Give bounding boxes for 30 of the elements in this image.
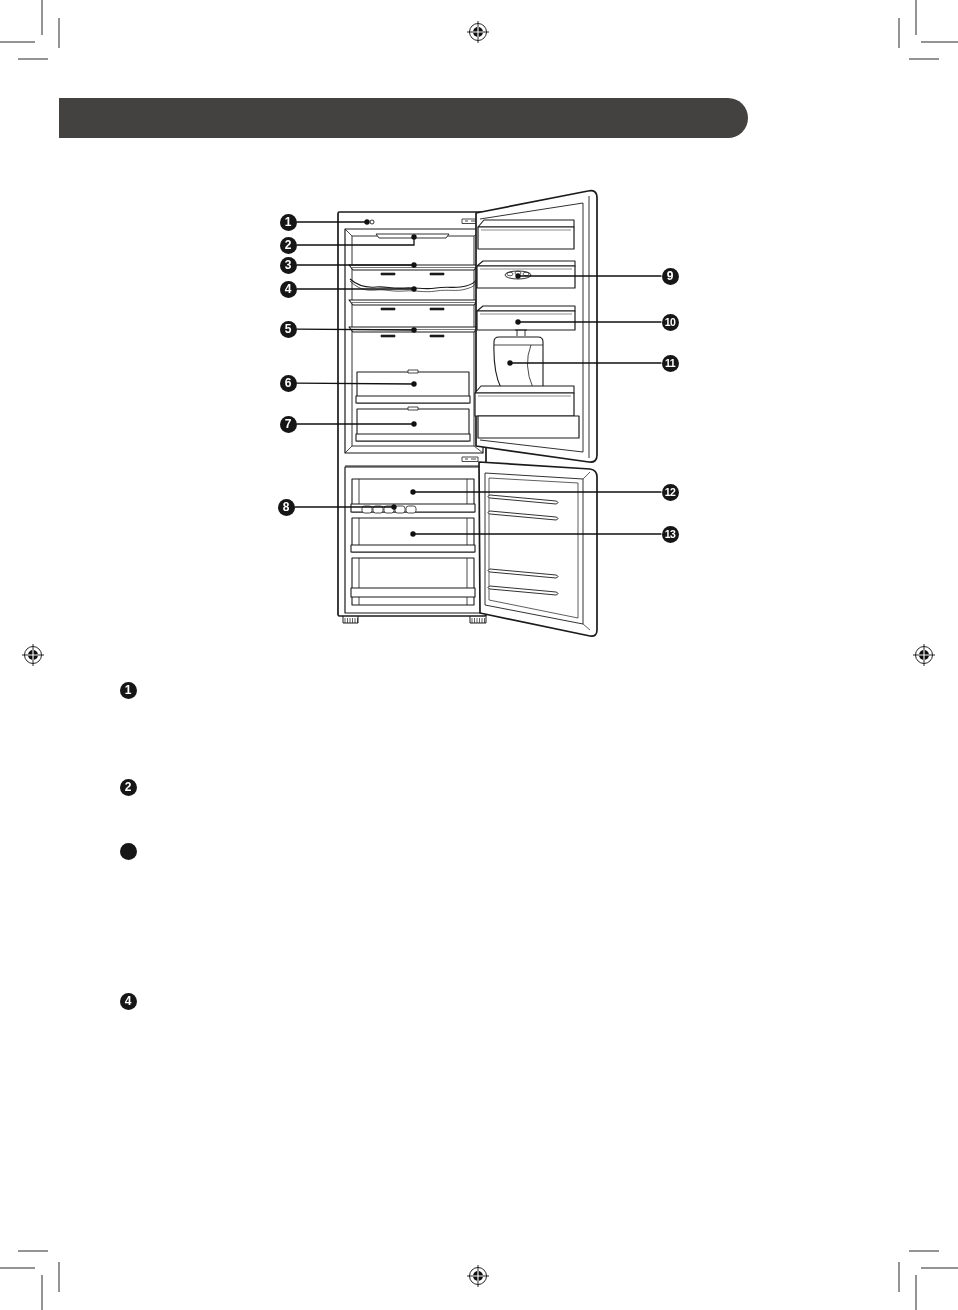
leader-line (295, 381, 417, 387)
callout-number: 1 (119, 681, 137, 699)
callout-number: 9 (661, 267, 679, 285)
leader-line (515, 273, 663, 279)
callout-number: 1 (279, 213, 297, 231)
leader-line (515, 319, 663, 325)
callout-number: 10 (661, 313, 679, 331)
leader-line (295, 421, 417, 427)
callout-marker (119, 842, 137, 860)
callout-number: 11 (661, 354, 679, 372)
leader-line (295, 234, 417, 246)
leader-line (295, 327, 417, 333)
callout-number: 3 (279, 256, 297, 274)
leader-line (410, 531, 663, 537)
leader-line (295, 262, 417, 268)
callout-number: 2 (279, 236, 297, 254)
callout-number: 5 (279, 320, 297, 338)
callout-number: 12 (661, 483, 679, 501)
leader-line (293, 504, 397, 510)
leader-line (410, 489, 663, 495)
leader-line (295, 286, 417, 292)
leader-line (507, 360, 663, 366)
callout-number: 4 (279, 280, 297, 298)
callout-number: 4 (119, 992, 137, 1010)
callout-number: 7 (279, 415, 297, 433)
callout-number: 2 (119, 778, 137, 796)
callout-number: 8 (277, 498, 295, 516)
leader-line (295, 219, 370, 225)
callout-number: 13 (661, 525, 679, 543)
callout-number: 6 (279, 374, 297, 392)
